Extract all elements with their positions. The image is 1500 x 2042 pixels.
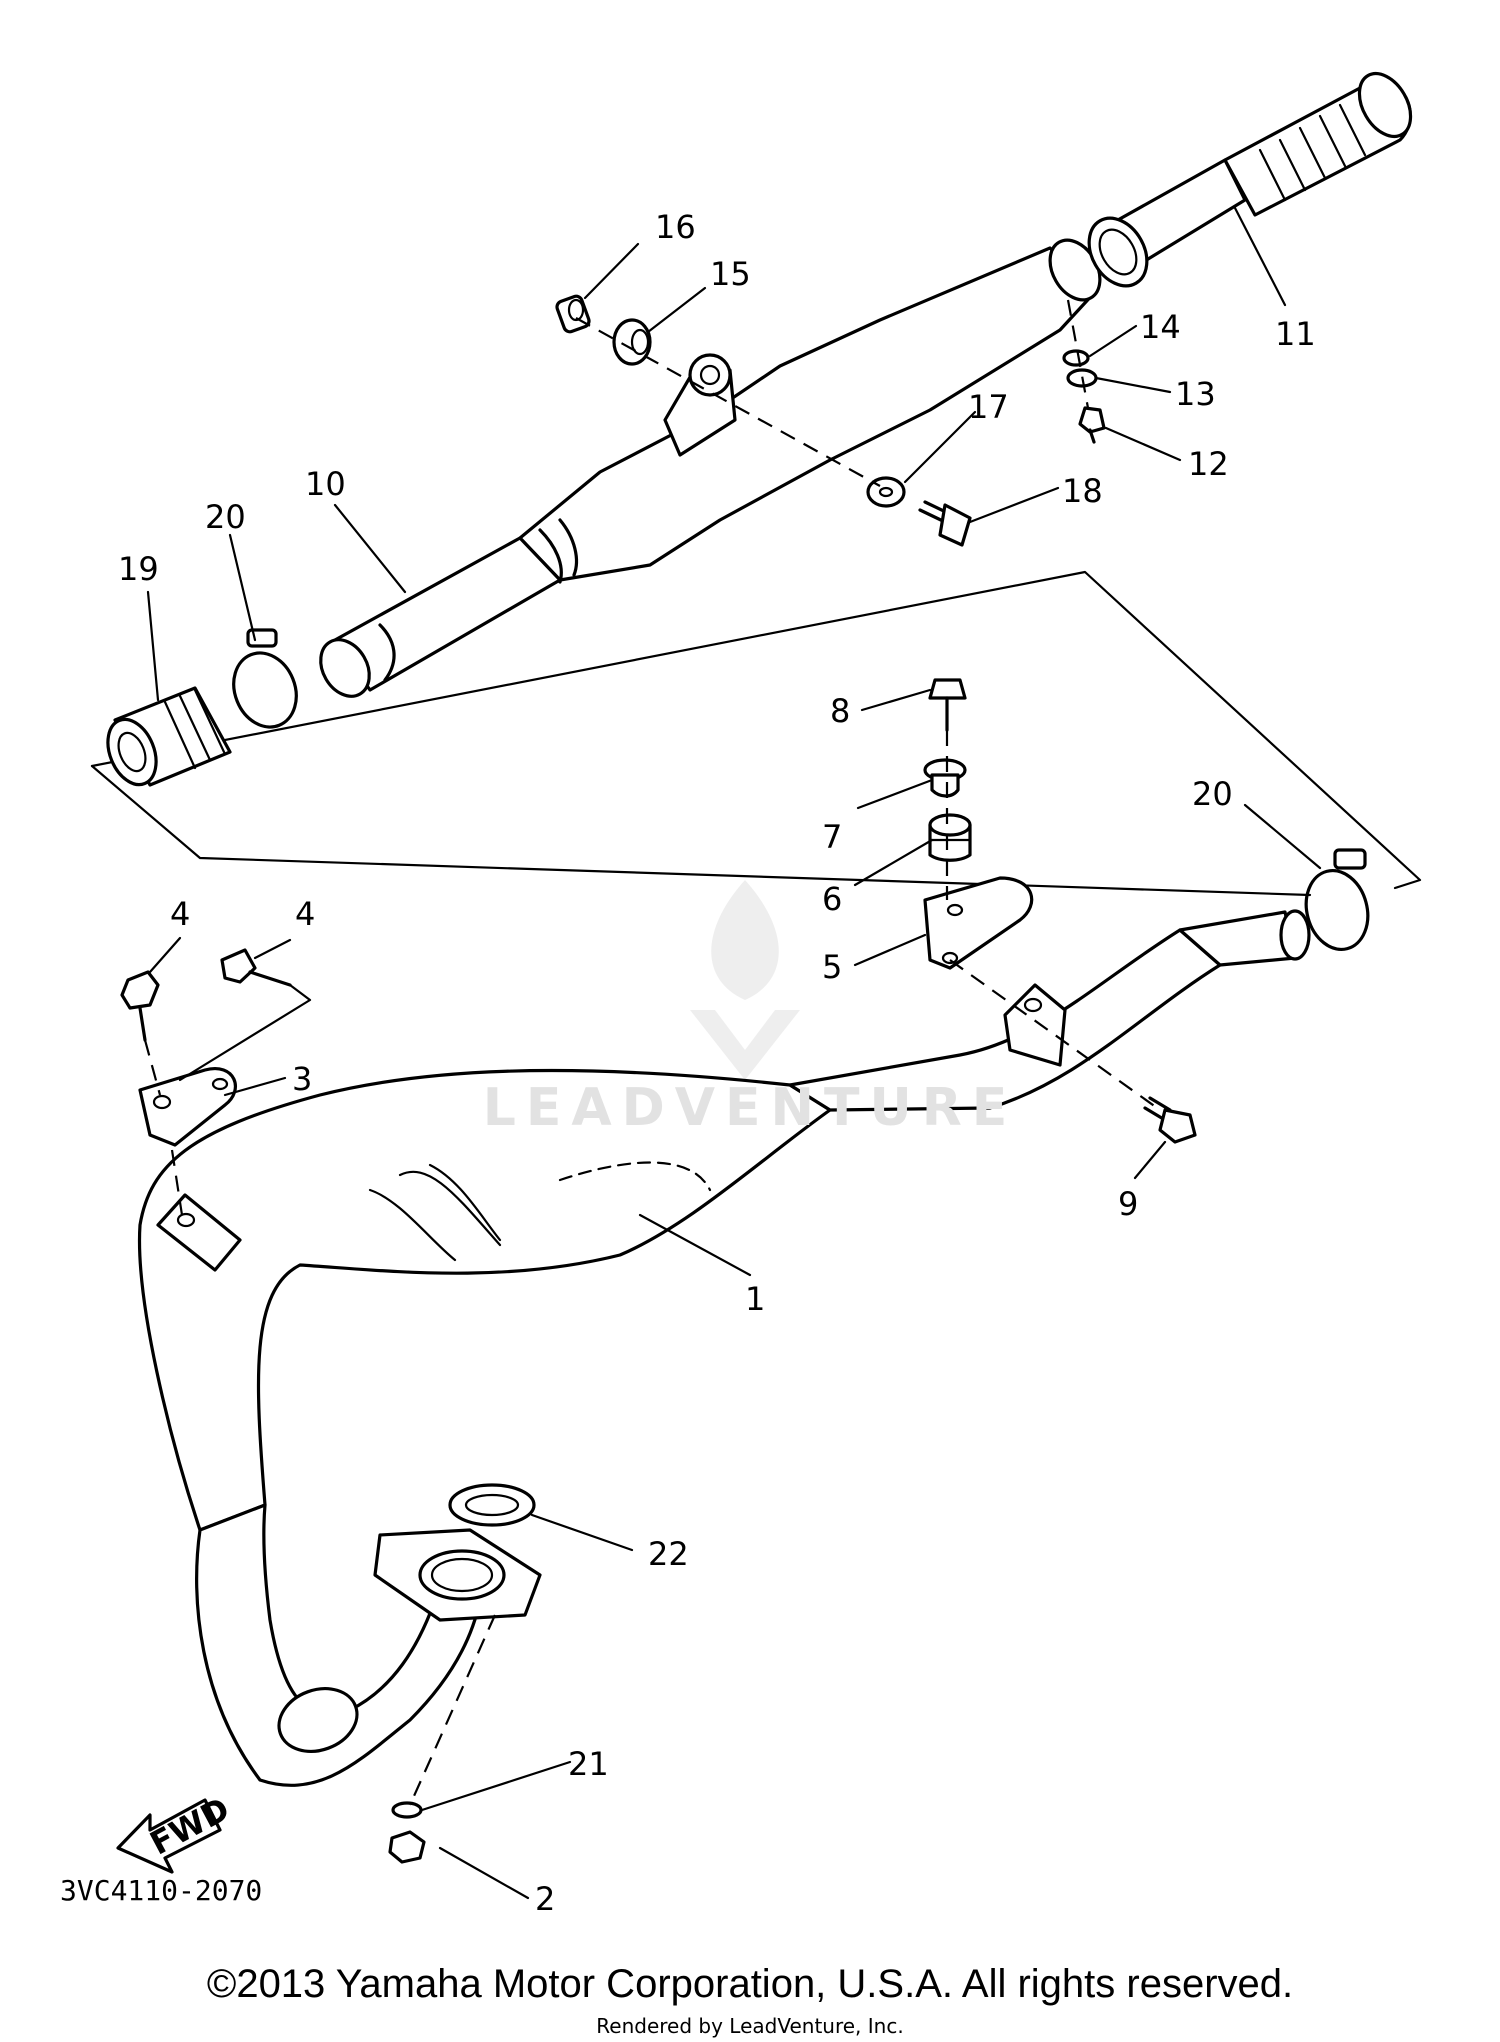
fwd-arrow-icon: FWD xyxy=(116,1790,236,1874)
diagram-code: 3VC4110-2070 xyxy=(60,1874,263,1907)
rendered-by-credit: Rendered by LeadVenture, Inc. xyxy=(596,2014,904,2038)
fwd-label: FWD xyxy=(144,1790,236,1863)
assembly-line-upper-bolt xyxy=(1066,299,1090,409)
stay-part-3 xyxy=(138,1067,237,1147)
callout-1: 1 xyxy=(745,1280,765,1318)
bolt-part-4-left xyxy=(120,970,160,1042)
callout-19: 19 xyxy=(118,550,159,588)
assembly-line-flange xyxy=(408,1614,497,1806)
callout-15: 15 xyxy=(710,255,751,293)
bolt-part-9 xyxy=(1143,1096,1197,1144)
callout-2: 2 xyxy=(535,1880,555,1918)
tail-pipe-part-11 xyxy=(1087,71,1413,288)
assembly-line-bolt-4-right xyxy=(178,983,312,1082)
callout-10: 10 xyxy=(305,465,346,503)
callout-3: 3 xyxy=(292,1060,312,1098)
callout-12: 12 xyxy=(1188,445,1229,483)
callout-6: 6 xyxy=(822,880,842,918)
callout-17: 17 xyxy=(968,388,1009,426)
watermark-logo xyxy=(690,880,800,1080)
callout-7: 7 xyxy=(822,818,842,856)
damper-part-6 xyxy=(928,813,972,862)
clamp-part-20-upper xyxy=(232,628,298,729)
copyright-notice: ©2013 Yamaha Motor Corporation, U.S.A. A… xyxy=(206,1962,1294,2006)
leader-lines xyxy=(146,206,1322,1900)
callout-22: 22 xyxy=(648,1535,689,1573)
silencer-part-10 xyxy=(319,238,1102,698)
nut-part-2 xyxy=(388,1830,426,1864)
callout-18: 18 xyxy=(1062,472,1103,510)
callout-14: 14 xyxy=(1140,308,1181,346)
callout-5: 5 xyxy=(822,948,842,986)
watermark-text: LEADVENTURE xyxy=(482,1078,1018,1138)
subassembly-frame xyxy=(90,570,1422,897)
collar-part-16 xyxy=(555,294,591,334)
callout-numbers: 1 2 3 4 4 5 6 7 8 9 10 11 12 13 14 15 16… xyxy=(118,208,1316,1918)
assembly-line-bolt-9 xyxy=(949,959,1161,1111)
joint-part-19 xyxy=(106,686,232,787)
collar-part-7 xyxy=(923,758,967,798)
pipe-bracket xyxy=(1003,983,1067,1067)
assembly-line-stay xyxy=(170,1149,184,1216)
exhaust-pipe-part-1 xyxy=(137,909,1311,1787)
callout-11: 11 xyxy=(1275,315,1316,353)
callout-20-upper: 20 xyxy=(205,498,246,536)
callout-4-right: 4 xyxy=(295,895,315,933)
washer-part-14 xyxy=(1062,349,1090,367)
bolt-part-8 xyxy=(928,678,967,732)
bolt-part-4-right xyxy=(220,948,292,987)
callout-20-lower: 20 xyxy=(1192,775,1233,813)
bolt-part-18 xyxy=(918,500,972,547)
callout-16: 16 xyxy=(655,208,696,246)
grommet-part-15 xyxy=(612,318,652,366)
callout-4-left: 4 xyxy=(170,895,190,933)
bracket-part-5 xyxy=(923,876,1034,970)
gasket-part-22 xyxy=(448,1483,536,1527)
callout-21: 21 xyxy=(568,1745,609,1783)
assembly-line-bolt-4-left xyxy=(143,1039,162,1096)
callout-8: 8 xyxy=(830,692,850,730)
bolt-part-12 xyxy=(1078,406,1106,444)
clamp-part-20-lower xyxy=(1304,848,1370,952)
assembly-line-upper-bracket xyxy=(575,317,881,487)
washer-part-21 xyxy=(391,1801,423,1819)
callout-9: 9 xyxy=(1118,1185,1138,1223)
callout-13: 13 xyxy=(1175,375,1216,413)
